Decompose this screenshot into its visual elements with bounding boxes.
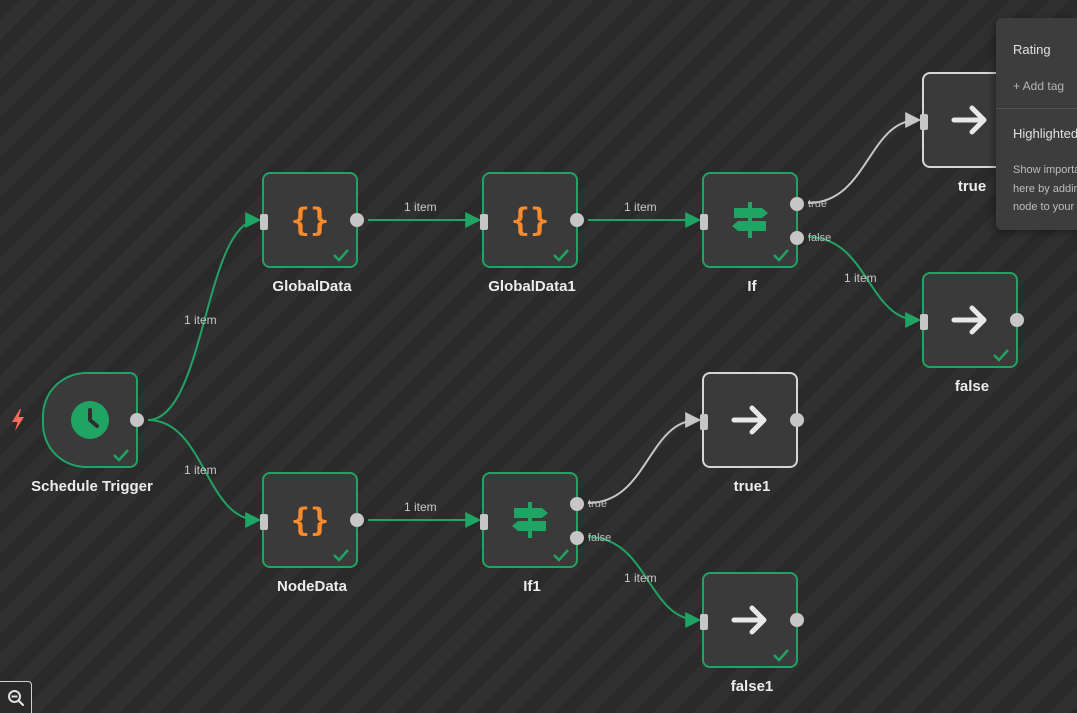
arrow-right-icon (704, 574, 796, 666)
output-port-true[interactable] (570, 497, 584, 511)
output-port[interactable] (350, 213, 364, 227)
braces-icon: {} (264, 174, 356, 266)
edge-if1-false1[interactable] (587, 536, 702, 628)
node-false[interactable]: false (920, 272, 1024, 395)
node-nodedata[interactable]: {} NodeData (260, 472, 364, 595)
edge-label: 1 item (184, 313, 217, 327)
svg-text:{}: {} (511, 201, 550, 239)
edge-label: 1 item (404, 200, 437, 214)
panel-divider (996, 108, 1077, 109)
output-port[interactable] (790, 613, 804, 627)
execution-side-panel: Rating + Add tag Highlighted data Show i… (996, 18, 1077, 230)
add-tag-button[interactable]: + Add tag (1013, 79, 1065, 93)
success-check-icon (333, 249, 349, 262)
signpost-icon (704, 174, 796, 266)
arrow-right-icon (704, 374, 796, 466)
input-port[interactable] (260, 514, 268, 530)
description-line: node to your workflow (1013, 201, 1077, 213)
node-title: If1 (523, 578, 541, 595)
edge-schedule-globaldata[interactable] (147, 212, 262, 421)
success-check-icon (773, 249, 789, 262)
output-port[interactable] (790, 413, 804, 427)
svg-text:{}: {} (291, 501, 330, 539)
clock-icon (44, 374, 136, 466)
input-port[interactable] (700, 614, 708, 630)
port-label-false: false (588, 532, 612, 544)
rating-label: Rating (1013, 42, 1051, 57)
node-title: false (954, 378, 990, 395)
node-if[interactable]: true false If (700, 172, 831, 295)
node-title: If (747, 278, 757, 295)
zoom-out-button[interactable] (0, 681, 32, 713)
node-title: NodeData (276, 578, 347, 595)
arrow-right-icon (924, 74, 1016, 166)
output-port-false[interactable] (570, 531, 584, 545)
output-port-false[interactable] (790, 231, 804, 245)
edge-if-false[interactable] (807, 236, 922, 328)
edge-if-true[interactable] (807, 112, 922, 204)
trigger-bolt-icon (9, 408, 27, 437)
braces-icon: {} (264, 474, 356, 566)
highlighted-data-description: Show important data here by adding the E… (1013, 161, 1077, 217)
node-title: true1 (733, 478, 771, 495)
edge-label: 1 item (184, 463, 217, 477)
node-title: GlobalData1 (488, 278, 576, 295)
output-port-true[interactable] (790, 197, 804, 211)
node-false1[interactable]: false1 (700, 572, 804, 695)
edge-label: 1 item (624, 571, 657, 585)
success-check-icon (553, 549, 569, 562)
description-line: Show important data (1013, 164, 1077, 176)
port-label-true: true (808, 198, 827, 210)
edge-label: 1 item (844, 271, 877, 285)
input-port[interactable] (920, 314, 928, 330)
output-port[interactable] (570, 213, 584, 227)
highlighted-data-title: Highlighted data (1013, 126, 1077, 141)
node-true1[interactable]: true1 (700, 372, 804, 495)
port-label-false: false (808, 232, 832, 244)
edge-label: 1 item (404, 500, 437, 514)
success-check-icon (553, 249, 569, 262)
output-port[interactable] (1010, 313, 1024, 327)
zoom-out-icon (7, 689, 24, 706)
node-globaldata[interactable]: {} GlobalData (260, 172, 364, 295)
node-title: true (957, 178, 987, 195)
output-port[interactable] (130, 413, 144, 427)
edge-label: 1 item (624, 200, 657, 214)
input-port[interactable] (920, 114, 928, 130)
success-check-icon (113, 449, 129, 462)
svg-text:{}: {} (291, 201, 330, 239)
node-globaldata1[interactable]: {} GlobalData1 (480, 172, 584, 295)
success-check-icon (333, 549, 349, 562)
success-check-icon (993, 349, 1009, 362)
input-port[interactable] (700, 414, 708, 430)
input-port[interactable] (480, 514, 488, 530)
node-title: Schedule Trigger (31, 478, 153, 495)
input-port[interactable] (260, 214, 268, 230)
port-label-true: true (588, 498, 607, 510)
edge-if1-true1[interactable] (587, 412, 702, 504)
node-schedule-trigger[interactable]: Schedule Trigger (31, 372, 153, 495)
edge-schedule-nodedata[interactable] (147, 419, 262, 528)
input-port[interactable] (480, 214, 488, 230)
signpost-icon (484, 474, 576, 566)
node-if1[interactable]: true false If1 (480, 472, 611, 595)
input-port[interactable] (700, 214, 708, 230)
node-title: false1 (730, 678, 774, 695)
success-check-icon (773, 649, 789, 662)
braces-icon: {} (484, 174, 576, 266)
node-title: GlobalData (272, 278, 352, 295)
output-port[interactable] (350, 513, 364, 527)
arrow-right-icon (924, 274, 1016, 366)
description-line: here by adding the Execution Data (1013, 182, 1077, 195)
